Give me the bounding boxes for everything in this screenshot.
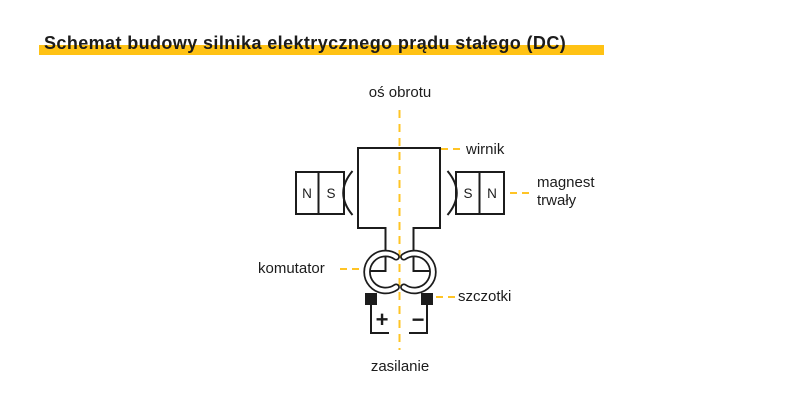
magnet-label: magnest trwały — [537, 174, 595, 209]
positive-terminal-symbol: + — [375, 307, 389, 332]
power-label: zasilanie — [370, 358, 430, 375]
title-highlight-bar — [39, 45, 604, 55]
right-magnet-north-letter: N — [487, 186, 497, 201]
positive-supply-wire — [370, 305, 389, 334]
rotor-outline — [357, 147, 441, 272]
left-magnet-pole-face — [342, 170, 354, 216]
magnet-label-line2: trwały — [537, 191, 577, 209]
commutator-segments — [363, 249, 437, 295]
right-magnet-south-letter: S — [463, 186, 473, 201]
left-brush — [365, 293, 377, 305]
commutator-left-segment-fill — [365, 251, 399, 293]
left-magnet-south-letter: S — [326, 186, 336, 201]
brushes-label: szczotki — [458, 288, 512, 305]
right-magnet-pole-face — [446, 170, 458, 216]
commutator-label: komutator — [258, 260, 325, 277]
negative-terminal-symbol: − — [411, 307, 425, 332]
left-magnet-north-letter: N — [302, 186, 312, 201]
page-title: Schemat budowy silnika elektrycznego prą… — [44, 33, 567, 53]
commutator-right-segment-fill — [401, 251, 435, 293]
magnet-label-line1: magnest — [537, 174, 595, 191]
page-header: Schemat budowy silnika elektrycznego prą… — [0, 0, 800, 70]
left-magnet — [295, 170, 354, 216]
right-brush — [421, 293, 433, 305]
rotor-label: wirnik — [466, 141, 505, 158]
negative-supply-wire — [409, 305, 428, 334]
axis-label: oś obrotu — [368, 84, 432, 101]
right-magnet — [446, 170, 505, 216]
